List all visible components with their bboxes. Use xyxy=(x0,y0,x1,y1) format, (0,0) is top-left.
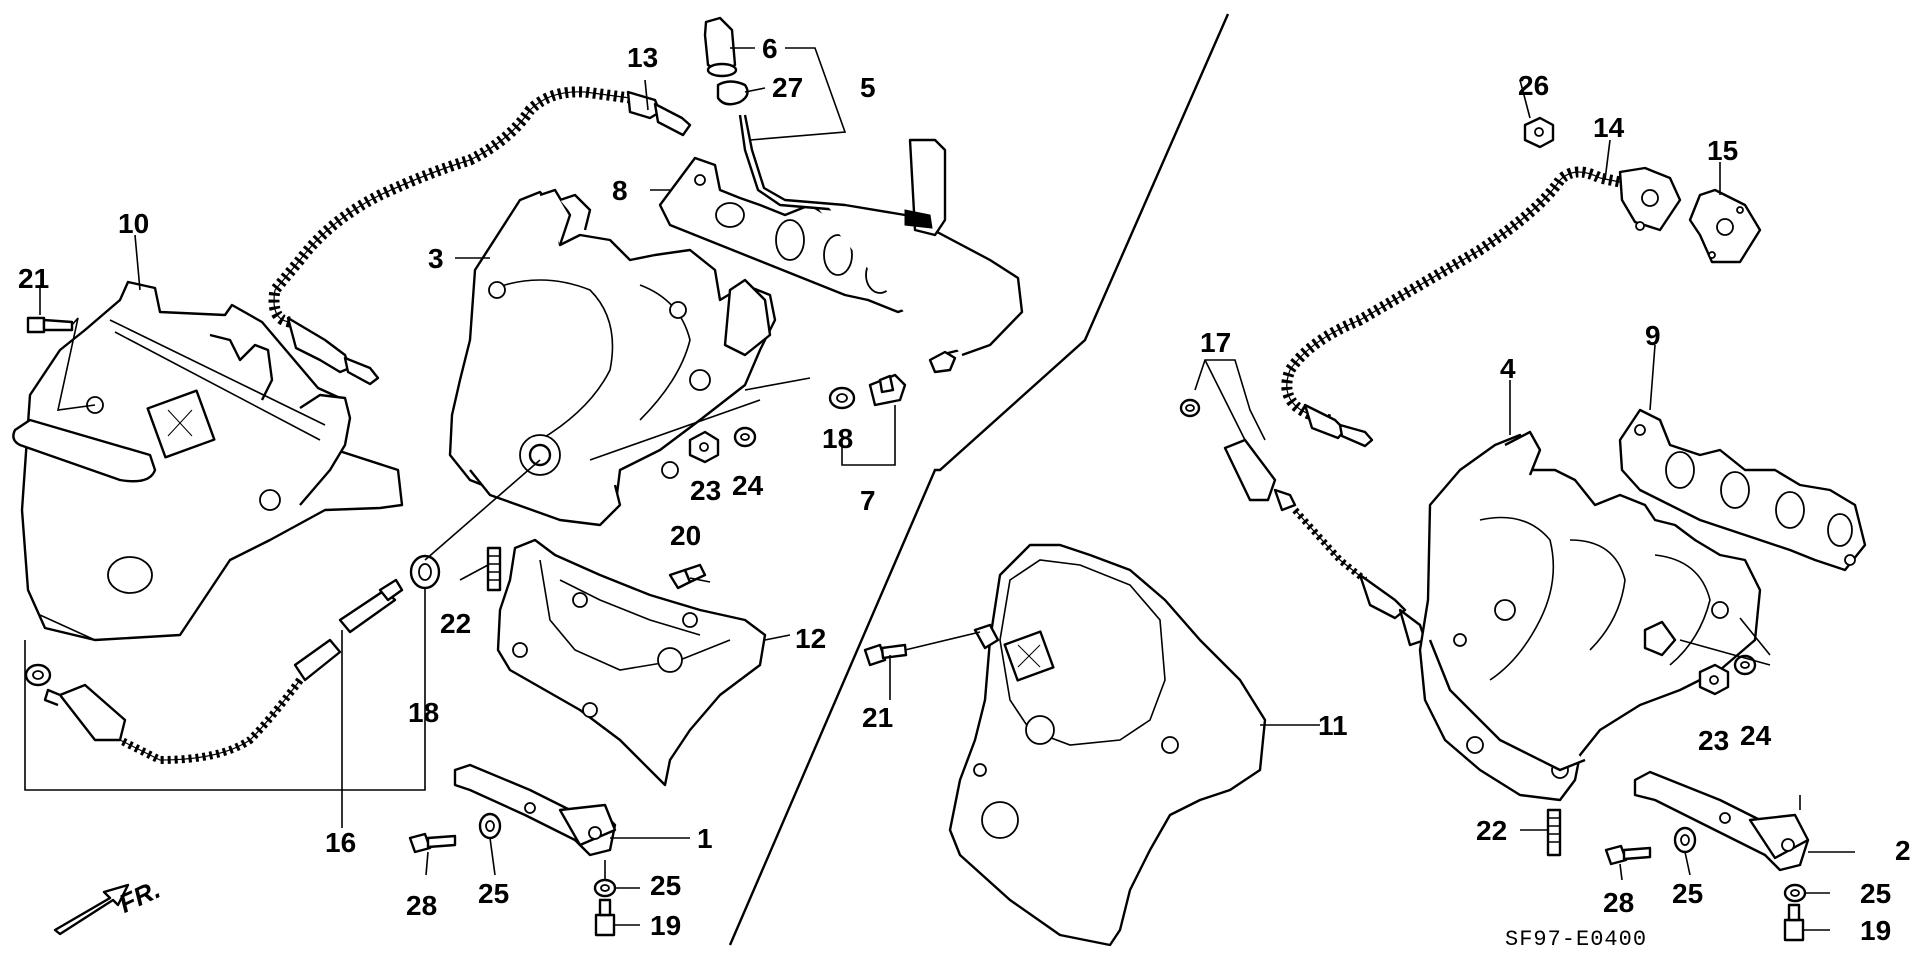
part-25-washer-left-b xyxy=(593,878,617,898)
part-26-nut xyxy=(1523,116,1555,149)
front-direction-label: FR. xyxy=(114,874,165,919)
callout-18-upper: 18 xyxy=(822,423,853,454)
callout-27: 27 xyxy=(772,72,803,103)
callout-14: 14 xyxy=(1593,112,1625,143)
callout-25-left-a: 25 xyxy=(478,878,509,909)
front-direction-arrow xyxy=(53,883,130,936)
callout-28-left: 28 xyxy=(406,890,437,921)
callout-8: 8 xyxy=(612,175,628,206)
callout-23-right: 23 xyxy=(1698,725,1729,756)
callout-24-right: 24 xyxy=(1740,720,1772,751)
callout-6: 6 xyxy=(762,33,778,64)
callout-20: 20 xyxy=(670,520,701,551)
part-18-washer-right-upper xyxy=(828,386,856,410)
part-1-bracket xyxy=(453,763,617,857)
leader-23-24-left xyxy=(589,377,811,461)
part-5-pipe-assembly xyxy=(738,114,1024,374)
part-22-stud-left xyxy=(486,546,502,592)
part-19-bolt-right xyxy=(1783,903,1805,942)
leader-17 xyxy=(1194,359,1266,441)
reference-code: SF97-E0400 xyxy=(1505,927,1647,952)
part-23-nut-right xyxy=(1698,663,1730,696)
callout-1: 1 xyxy=(697,823,713,854)
callout-13: 13 xyxy=(627,42,658,73)
part-3-exhaust-manifold-left xyxy=(448,188,777,527)
callout-4: 4 xyxy=(1500,353,1516,384)
callout-3: 3 xyxy=(428,243,444,274)
callout-22-left: 22 xyxy=(440,608,471,639)
callout-21-right: 21 xyxy=(862,702,893,733)
part-19-bolt-left xyxy=(594,898,616,937)
part-6-vacuum-fitting xyxy=(703,16,738,78)
part-21-bolt-left xyxy=(26,316,96,411)
part-23-nut-left xyxy=(688,430,720,464)
hrt-logo xyxy=(146,389,216,459)
callout-9: 9 xyxy=(1645,320,1661,351)
part-22-stud-right xyxy=(1546,808,1562,857)
callout-22-right: 22 xyxy=(1476,815,1507,846)
callout-25-right-b: 25 xyxy=(1860,878,1891,909)
callout-11: 11 xyxy=(1318,710,1348,741)
part-4-exhaust-manifold-right xyxy=(1418,430,1762,802)
part-14-sensor-hose-right xyxy=(1281,166,1682,448)
part-8-gasket-left xyxy=(658,156,920,314)
callout-18-lower: 18 xyxy=(408,697,439,728)
callout-16: 16 xyxy=(325,827,356,858)
part-2-bracket xyxy=(1633,770,1810,872)
section-divider xyxy=(728,13,1230,946)
part-9-gasket-right xyxy=(1618,408,1867,572)
part-25-washer-right-a xyxy=(1673,826,1697,854)
callout-17: 17 xyxy=(1200,327,1231,358)
part-13-sensor-hose xyxy=(268,86,692,386)
callout-28-right: 28 xyxy=(1603,887,1634,918)
part-20-bolt xyxy=(668,563,707,590)
callout-12: 12 xyxy=(795,623,826,654)
part-24-washer-right xyxy=(1733,654,1757,676)
part-7-temperature-sensor xyxy=(868,373,907,407)
callout-21-left: 21 xyxy=(18,263,49,294)
callout-10: 10 xyxy=(118,208,149,239)
callout-5: 5 xyxy=(860,72,876,103)
part-16-oxygen-sensor xyxy=(43,578,404,765)
leader-23-24-right xyxy=(1679,617,1771,666)
part-28-bolt-right xyxy=(1604,844,1652,866)
hrt-logo-right xyxy=(1003,630,1055,682)
leader-7 xyxy=(841,405,896,466)
part-17-oxygen-sensor xyxy=(1223,438,1427,647)
part-21-bolt-right xyxy=(863,643,908,667)
leader-17-sensor xyxy=(1204,359,1246,441)
callout-25-right-a: 25 xyxy=(1672,878,1703,909)
part-18-washer-left xyxy=(409,554,441,590)
part-10-heat-shield-upper xyxy=(12,280,404,642)
leader-5-6-27 xyxy=(749,47,847,141)
part-15-gasket xyxy=(1688,188,1762,264)
callout-2: 2 xyxy=(1895,835,1911,866)
part-27-clamp xyxy=(716,80,749,106)
leader-21-right xyxy=(904,631,981,651)
part-25-washer-left-a xyxy=(478,812,502,840)
callout-25-left-b: 25 xyxy=(650,870,681,901)
part-11-heat-shield-right xyxy=(948,543,1267,947)
part-16-o-ring xyxy=(24,663,52,687)
part-24-washer-left xyxy=(733,426,757,448)
callout-19-left: 19 xyxy=(650,910,681,941)
leader-3-to-18 xyxy=(424,459,541,561)
part-17-o-ring xyxy=(1179,398,1201,418)
part-12-lower-heat-shield xyxy=(496,538,767,787)
callout-15: 15 xyxy=(1707,135,1738,166)
leader-18-left xyxy=(24,588,426,791)
part-25-washer-right-b xyxy=(1783,883,1807,903)
callout-19-right: 19 xyxy=(1860,915,1891,946)
part-28-bolt-left xyxy=(408,832,457,854)
callout-24-left: 24 xyxy=(732,470,764,501)
callout-7: 7 xyxy=(860,485,876,516)
callout-26: 26 xyxy=(1518,70,1549,101)
callout-23-left: 23 xyxy=(690,475,721,506)
callout-leaders xyxy=(39,47,1855,931)
